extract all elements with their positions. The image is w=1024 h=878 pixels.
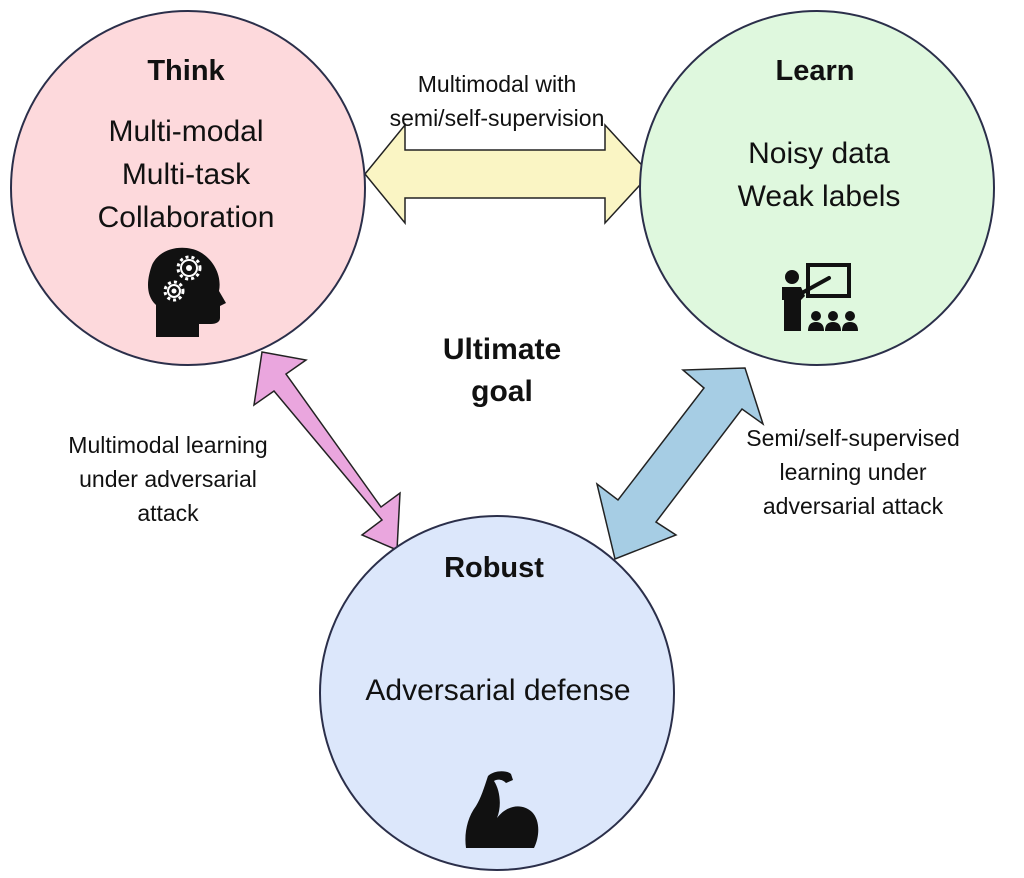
- think-robust-label-2: under adversarial: [79, 466, 257, 492]
- flexed-arm-icon: [465, 771, 539, 848]
- learn-line-1: Noisy data: [748, 137, 890, 170]
- robust-line-1: Adversarial defense: [365, 674, 630, 707]
- think-line-1: Multi-modal: [108, 115, 263, 148]
- think-line-3: Collaboration: [98, 201, 275, 234]
- learn-robust-label-3: adversarial attack: [763, 493, 944, 519]
- think-robust-label-3: attack: [137, 500, 199, 526]
- arrow-learn-robust: [595, 367, 765, 561]
- learn-robust-label-1: Semi/self-supervised: [746, 425, 959, 451]
- robust-circle: [319, 515, 675, 871]
- learn-robust-label-2: learning under: [779, 459, 926, 485]
- think-robust-label-1: Multimodal learning: [68, 432, 267, 458]
- think-learn-label-2: semi/self-supervision: [390, 105, 605, 131]
- arrow-think-robust: [252, 351, 401, 552]
- ultimate-goal-line-1: Ultimate: [443, 333, 561, 366]
- ultimate-goal-line-2: goal: [471, 375, 533, 408]
- think-circle: [10, 10, 366, 366]
- learn-circle: [639, 10, 995, 366]
- learn-line-2: Weak labels: [738, 180, 901, 213]
- learn-title: Learn: [776, 55, 855, 87]
- teacher-class-icon: [782, 263, 858, 331]
- head-gears-icon: [148, 247, 226, 337]
- think-line-2: Multi-task: [122, 158, 251, 191]
- arrow-think-learn: [364, 122, 652, 226]
- think-title: Think: [147, 55, 225, 87]
- think-learn-label-1: Multimodal with: [418, 71, 577, 97]
- robust-title: Robust: [444, 552, 544, 584]
